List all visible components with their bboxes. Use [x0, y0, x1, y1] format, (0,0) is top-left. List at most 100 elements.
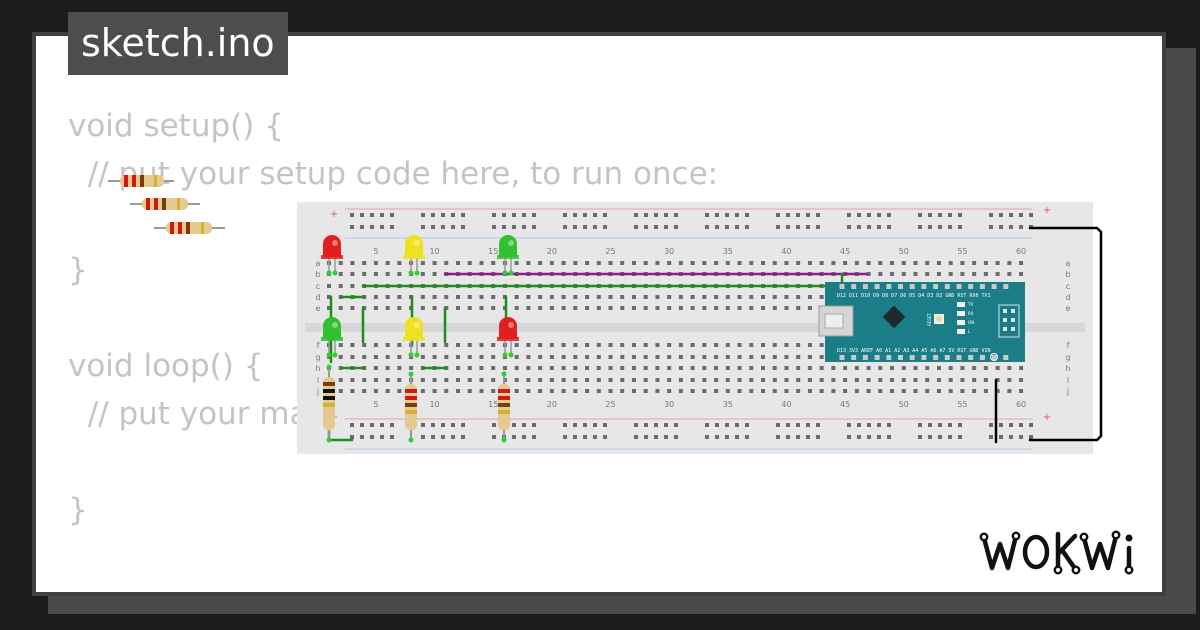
breadboard-hole [913, 389, 918, 393]
breadboard-hole [491, 355, 496, 359]
rail-hole [948, 423, 952, 427]
breadboard-hole [420, 295, 425, 299]
resistor[interactable] [154, 222, 225, 234]
resistor[interactable] [130, 198, 200, 210]
rail-hole [634, 435, 638, 439]
rail-hole [583, 225, 587, 229]
arduino-top-pin-labels: D12 D11 D10 D9 D8 D7 D6 D5 D4 D3 D2 GND … [837, 293, 991, 299]
breadboard-hole [397, 306, 402, 310]
breadboard-hole [373, 389, 378, 393]
rail-hole [360, 225, 364, 229]
rail-hole [816, 435, 820, 439]
breadboard-hole [772, 378, 777, 382]
breadboard-hole [807, 295, 812, 299]
row-letter: f [1067, 341, 1070, 350]
breadboard-hole [491, 306, 496, 310]
led-pin-dot [408, 352, 414, 358]
breadboard-hole [444, 261, 449, 265]
breadboard-hole [655, 389, 660, 393]
breadboard-hole [655, 355, 660, 359]
row-letter: f [317, 341, 320, 350]
breadboard-hole [338, 355, 343, 359]
breadboard-hole [643, 366, 648, 370]
breadboard-hole [338, 284, 343, 288]
led-glare [414, 322, 420, 328]
rail-hole [715, 435, 719, 439]
breadboard-hole [385, 366, 390, 370]
resistor[interactable] [108, 175, 174, 187]
rail-hole [380, 435, 384, 439]
breadboard-hole [643, 261, 648, 265]
row-letter: g [1065, 353, 1070, 362]
rail-hole [989, 225, 993, 229]
breadboard-hole [585, 389, 590, 393]
rail-hole [989, 435, 993, 439]
breadboard-hole [1007, 378, 1012, 382]
breadboard-hole [784, 378, 789, 382]
breadboard-hole [631, 389, 636, 393]
resistor [323, 364, 335, 443]
rail-hole [725, 225, 729, 229]
breadboard-hole [807, 378, 812, 382]
rail-hole [806, 435, 810, 439]
rail-hole [350, 423, 354, 427]
rail-hole [1009, 423, 1013, 427]
breadboard-hole [549, 343, 554, 347]
breadboard-hole [690, 343, 695, 347]
breadboard-hole [491, 378, 496, 382]
breadboard-hole [983, 272, 988, 276]
breadboard-hole [761, 366, 766, 370]
breadboard-hole [620, 355, 625, 359]
rail-hole [593, 435, 597, 439]
arduino-pin [956, 284, 962, 289]
rail-hole [735, 423, 739, 427]
rail-hole [451, 435, 455, 439]
led [403, 317, 425, 358]
breadboard-hole [526, 366, 531, 370]
breadboard-hole [843, 261, 848, 265]
column-number: 55 [957, 400, 967, 409]
breadboard-hole [890, 389, 895, 393]
icsp-pin [1003, 318, 1007, 322]
rail-hole [461, 423, 465, 427]
arduino-pin [1003, 284, 1009, 289]
breadboard-hole [995, 366, 1000, 370]
breadboard-hole [667, 355, 672, 359]
resistor-band [323, 396, 335, 400]
rail-hole [745, 435, 749, 439]
breadboard-hole [526, 378, 531, 382]
rail-hole [563, 225, 567, 229]
breadboard-hole [467, 343, 472, 347]
rail-hole [887, 423, 891, 427]
rail-hole [461, 213, 465, 217]
rail-hole [654, 435, 658, 439]
breadboard-hole [843, 378, 848, 382]
rail-hole [989, 213, 993, 217]
led-rim [321, 337, 343, 341]
breadboard-hole [467, 261, 472, 265]
breadboard-hole [409, 366, 414, 370]
led-body [405, 317, 423, 339]
breadboard-hole [467, 306, 472, 310]
breadboard-hole [608, 295, 613, 299]
rail-hole [522, 225, 526, 229]
rail-hole [958, 435, 962, 439]
loose-resistors[interactable] [100, 168, 240, 243]
breadboard-hole [479, 343, 484, 347]
arduino-pin [968, 355, 974, 360]
breadboard-hole [397, 366, 402, 370]
rail-hole [857, 435, 861, 439]
breadboard-canvas[interactable]: ++++551010151520202525303035354040454550… [297, 202, 1107, 456]
breadboard-hole [702, 355, 707, 359]
file-tab[interactable]: sketch.ino [68, 12, 288, 75]
column-number: 50 [899, 247, 909, 256]
rail-hole [806, 423, 810, 427]
resistor-band [498, 403, 510, 407]
breadboard-hole [631, 306, 636, 310]
arduino-pin [933, 284, 939, 289]
rail-hole [573, 423, 577, 427]
breadboard-hole [948, 261, 953, 265]
reset-button-cap [936, 316, 942, 322]
arduino-pin [979, 355, 985, 360]
breadboard-hole [690, 378, 695, 382]
